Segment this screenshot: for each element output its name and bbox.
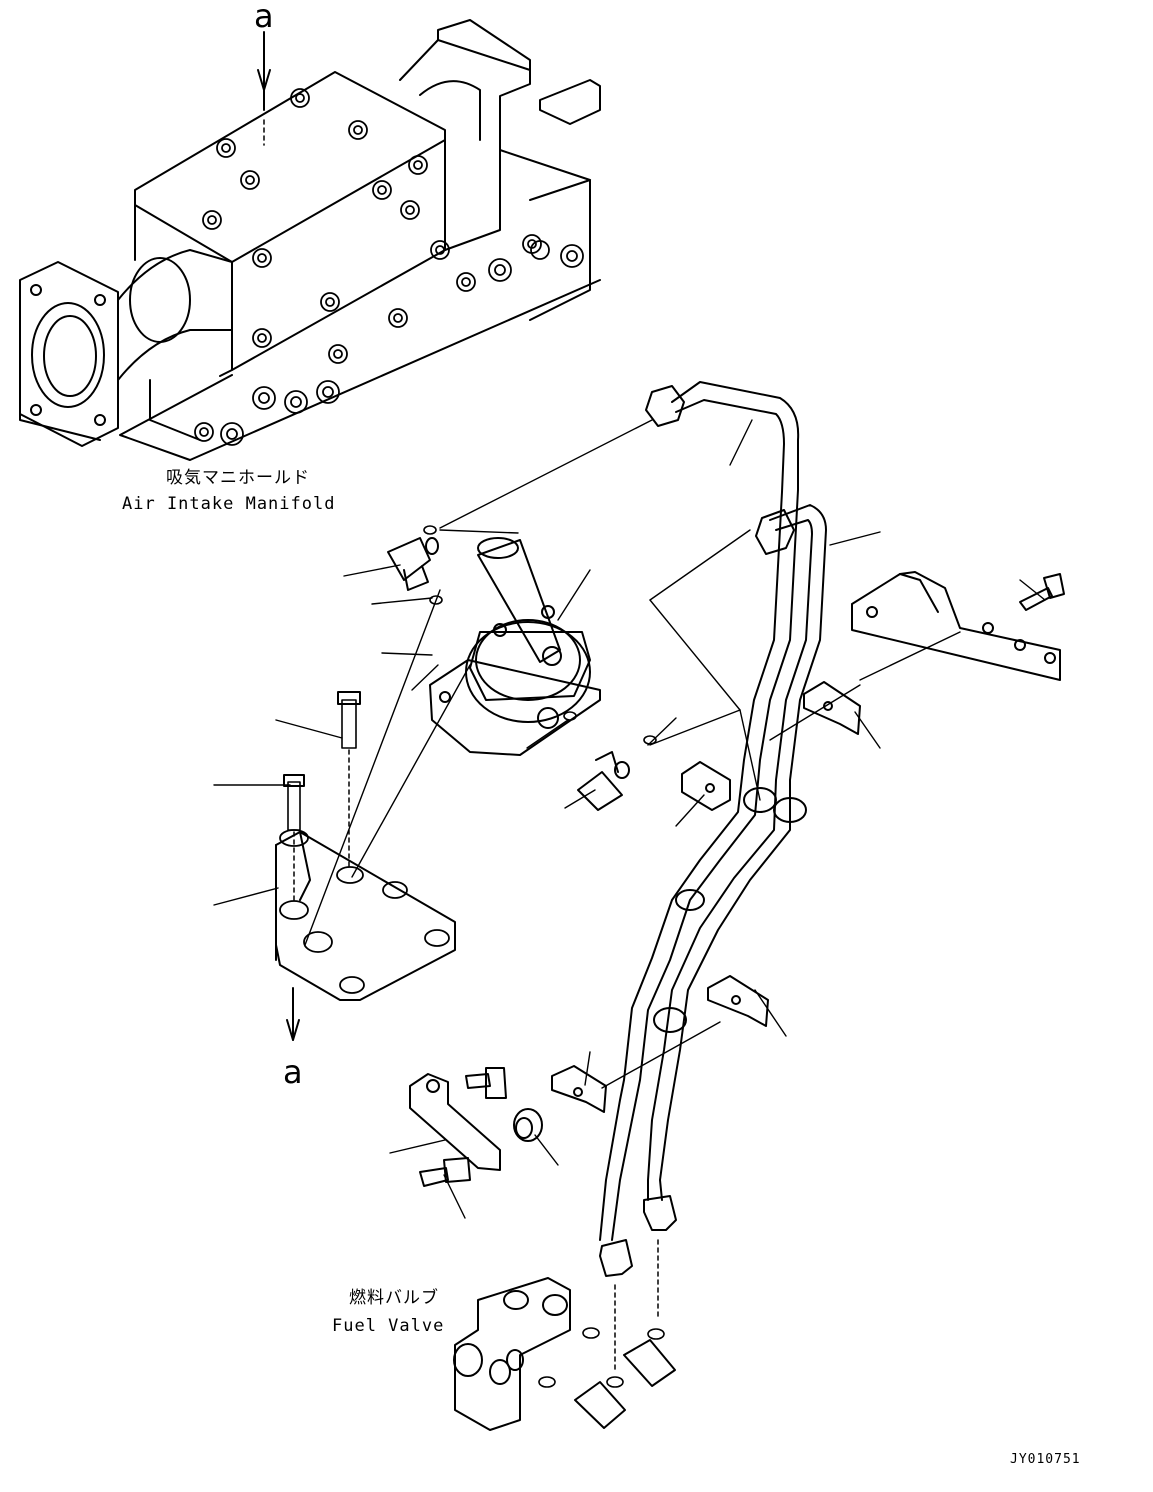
lower-bolts	[420, 1068, 506, 1186]
upper-right-bracket	[852, 572, 1060, 680]
fuel-valve	[454, 1278, 675, 1430]
fuel-valve-label-en: Fuel Valve	[332, 1316, 445, 1336]
view-marker-bottom: a	[283, 1053, 303, 1091]
drawing-code: JY010751	[1010, 1452, 1081, 1467]
priming-pump	[430, 538, 600, 755]
view-arrow-top	[258, 32, 270, 110]
elbow-fitting-lower	[578, 752, 629, 810]
manifold-label-jp: 吸気マニホールド	[166, 468, 310, 488]
leader-lines	[214, 420, 1045, 1218]
fuel-valve-label-jp: 燃料バルブ	[349, 1288, 439, 1308]
mounting-bracket	[276, 692, 455, 1000]
elbow-fitting-upper	[388, 538, 438, 590]
manifold-label-en: Air Intake Manifold	[122, 494, 336, 514]
o-rings	[424, 526, 664, 1387]
air-intake-manifold	[20, 20, 600, 460]
fuel-tubes	[600, 382, 826, 1370]
spacer-collar	[514, 1109, 542, 1141]
view-marker-top: a	[254, 0, 274, 35]
lower-left-bracket	[410, 1074, 500, 1170]
view-arrow-bottom	[287, 988, 299, 1040]
tube-clamps	[552, 682, 860, 1112]
upper-right-bolt	[1020, 574, 1064, 610]
